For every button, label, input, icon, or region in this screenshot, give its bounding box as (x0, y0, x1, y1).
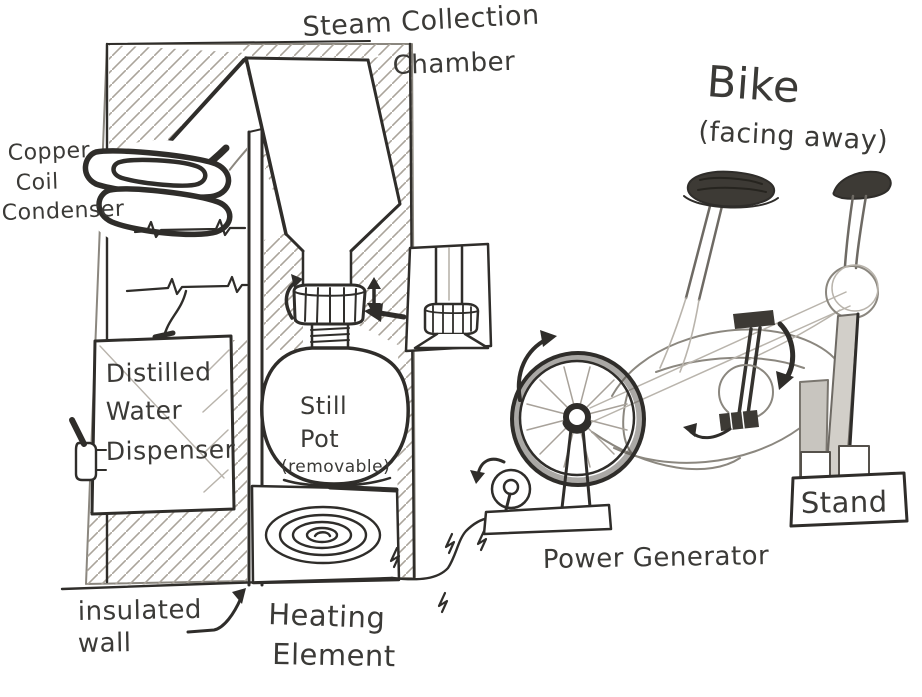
condenser-label-2: Coil (15, 170, 59, 196)
steam-collection-chamber (244, 56, 402, 293)
dispenser-tap (69, 417, 107, 482)
heating-element-label-2: Element (272, 637, 396, 673)
heating-element (250, 484, 401, 585)
pedal-rotate-arrow-icon (776, 321, 796, 390)
roller-rotate-arrow-icon (470, 457, 506, 484)
generator-roller (490, 468, 532, 510)
tube-inlet-band (152, 330, 176, 340)
electricity-bolt-icons (389, 529, 488, 614)
dispenser-label-1: Distilled (106, 357, 212, 388)
copper-coil-condenser (82, 140, 238, 252)
bike-label: Bike (705, 57, 802, 113)
condenser-tubing (125, 218, 249, 345)
pedal-crank (718, 310, 775, 431)
heating-coil-spiral (264, 505, 382, 565)
power-wire (390, 516, 491, 581)
cap-rotate-arrow-icon (284, 274, 303, 320)
condenser-label-3: Condenser (1, 197, 125, 226)
insulated-wall-pointer-arrow-icon (186, 588, 246, 634)
still-pot-label-2: Pot (300, 425, 339, 453)
bike-seat (683, 170, 779, 209)
still-pot-label-3: (removable) (281, 457, 390, 477)
wheel-rotate-arrow-icon (516, 330, 557, 402)
power-generator-unit (470, 427, 613, 536)
heating-element-label-1: Heating (268, 597, 386, 635)
stand-label: Stand (801, 484, 888, 520)
ground-line (60, 576, 394, 591)
inset-pointer-arrow-icon (364, 303, 407, 322)
steam-chamber-label-1: Steam Collection (302, 0, 541, 43)
still-pot-label-1: Still (300, 392, 347, 420)
insulated-wall-label-2: wall (78, 628, 132, 659)
bike-sublabel: (facing away) (698, 116, 889, 157)
dispenser-label-3: Dispenser (106, 435, 236, 466)
rear-wheel (510, 351, 646, 487)
bike: Stand (470, 170, 909, 536)
steam-chamber-label-2: Chamber (392, 47, 516, 81)
insulated-wall-label-1: insulated (78, 595, 203, 627)
power-generator-label: Power Generator (543, 541, 770, 575)
distiller-cabinet: Distilled Water Dispenser (69, 40, 416, 587)
tube-run-1 (133, 218, 247, 239)
generator-mount-legs (560, 427, 592, 510)
bike-stand: Stand (789, 445, 909, 528)
distilled-water-dispenser: Distilled Water Dispenser (90, 334, 236, 516)
cabinet-top-edge (106, 40, 371, 45)
threaded-cap (292, 283, 367, 350)
generator-platform (482, 503, 613, 536)
condenser-label-1: Copper (7, 138, 91, 166)
bike-handlebar (825, 170, 892, 319)
cap-detail-inset (364, 242, 493, 353)
crank-rotate-arrow-icon (683, 423, 732, 440)
dispenser-label-2: Water (106, 396, 183, 426)
tube-run-2 (125, 275, 249, 296)
annotations: Steam Collection Chamber Bike (facing aw… (1, 0, 889, 673)
wiring (60, 516, 491, 614)
